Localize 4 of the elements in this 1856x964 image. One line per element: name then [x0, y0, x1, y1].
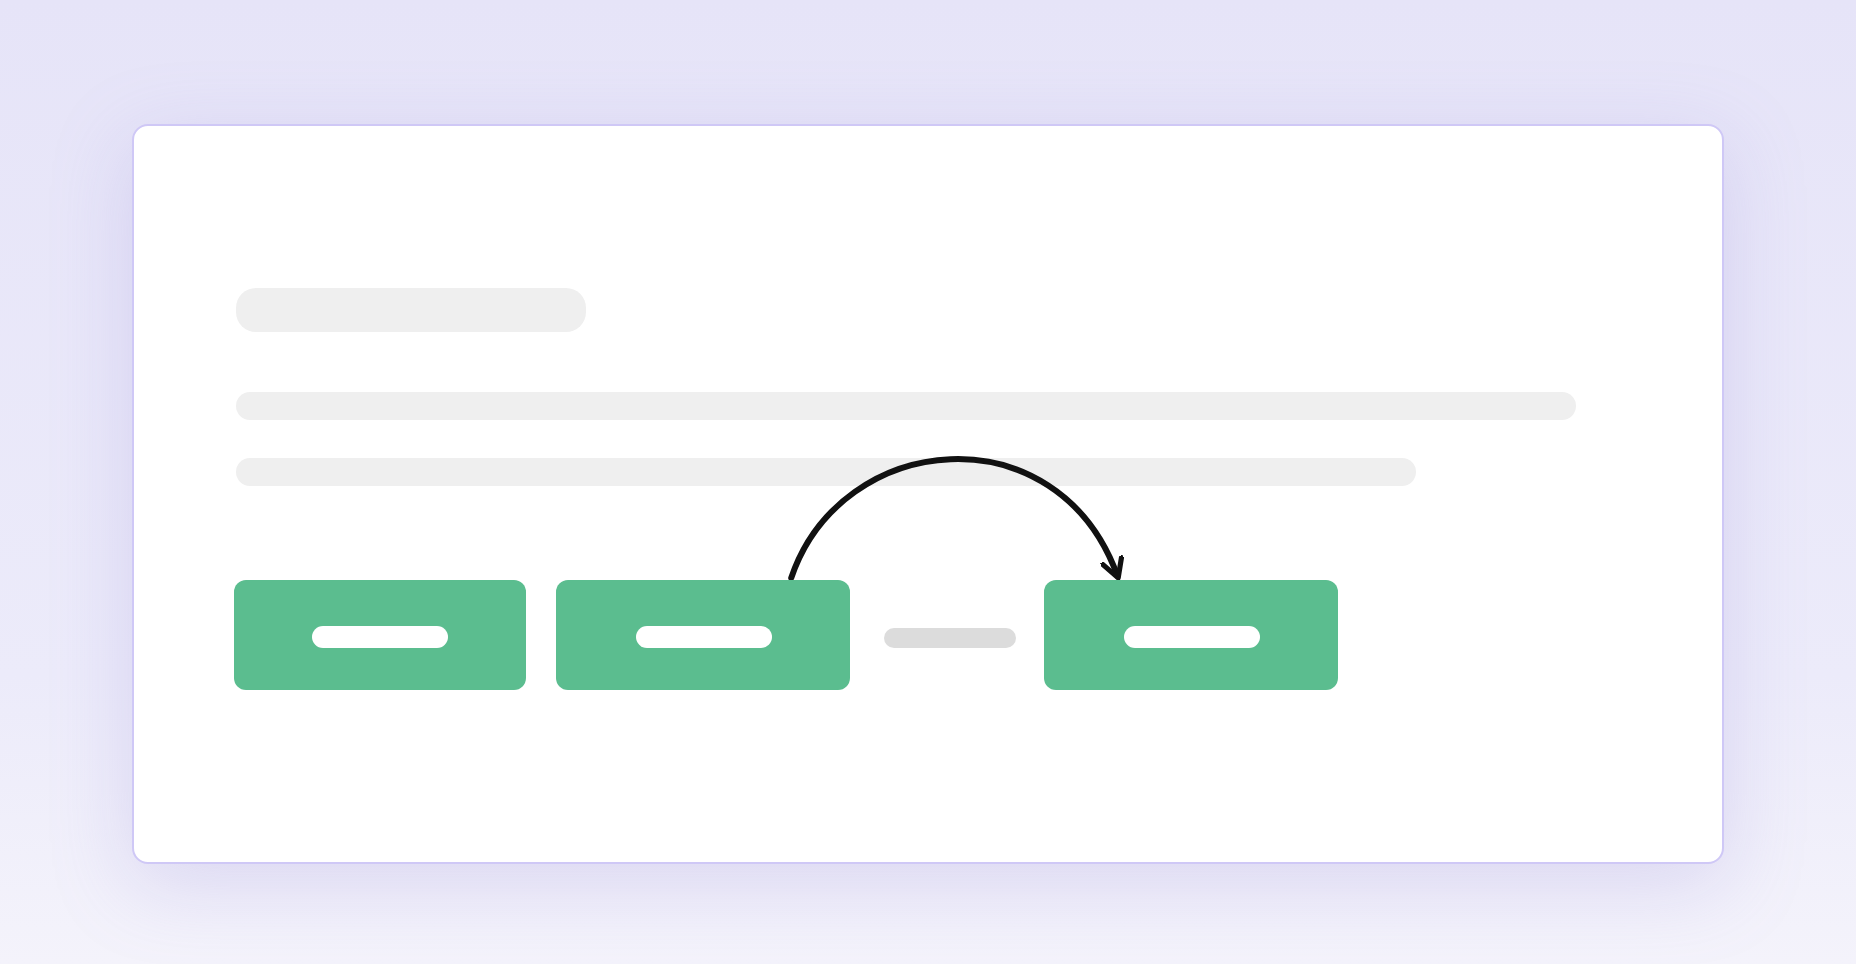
- button: [556, 580, 850, 690]
- curved-arrow: [788, 456, 1123, 581]
- button: [234, 580, 526, 690]
- button: [1044, 580, 1338, 690]
